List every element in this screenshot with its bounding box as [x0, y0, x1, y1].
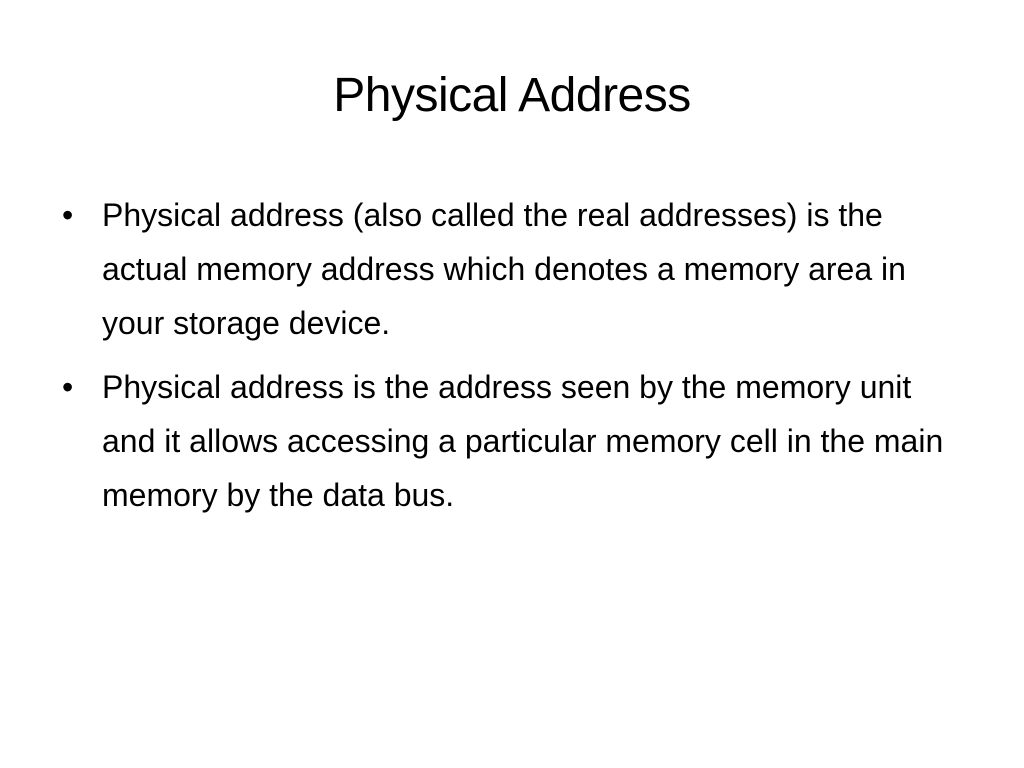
bullet-marker: • — [62, 197, 74, 233]
bullet-list: • Physical address (also called the real… — [58, 188, 968, 532]
bullet-item: • Physical address (also called the real… — [58, 188, 968, 350]
bullet-marker: • — [62, 369, 74, 405]
bullet-text: Physical address is the address seen by … — [102, 369, 944, 513]
slide-title: Physical Address — [333, 69, 691, 122]
bullet-item: • Physical address is the address seen b… — [58, 360, 968, 522]
bullet-text: Physical address (also called the real a… — [102, 197, 906, 341]
